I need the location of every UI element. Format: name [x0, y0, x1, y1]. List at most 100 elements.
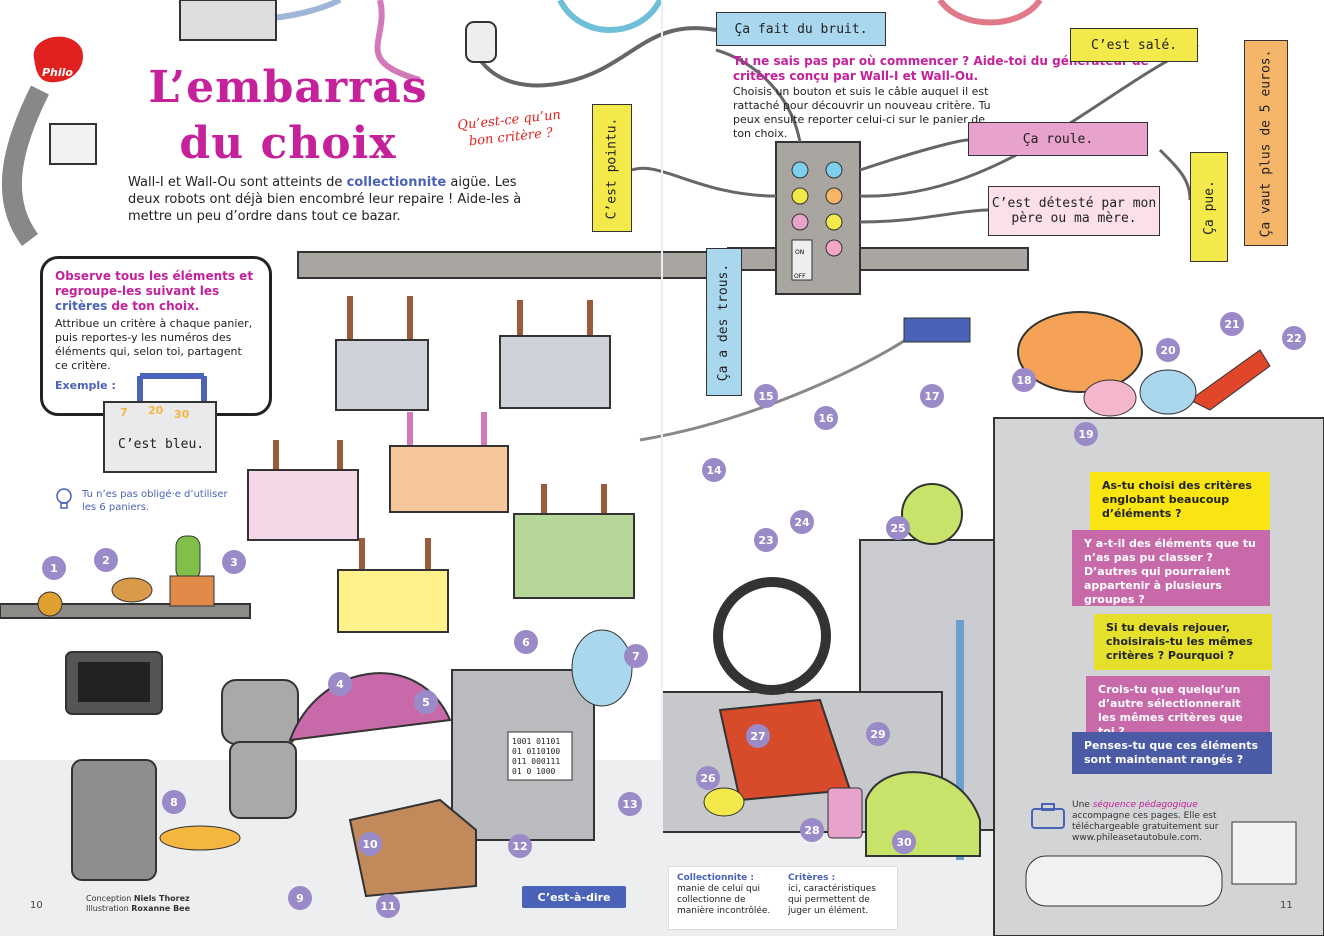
item-number-badge: 10: [358, 832, 382, 856]
plug: [465, 21, 497, 63]
generator-instructions: Choisis un bouton et suis le câble auque…: [733, 85, 991, 140]
item-number-badge: 22: [1282, 326, 1306, 350]
cable: [468, 26, 717, 88]
credit-conception: Conception Niels Thorez: [86, 894, 190, 904]
page-number-left: 10: [30, 900, 43, 911]
item-number-badge: 4: [328, 672, 352, 696]
cest-a-dire-tab: C’est-à-dire: [522, 886, 626, 908]
tape-roll: [37, 591, 63, 617]
criterion-label-trous: Ça a des trous.: [706, 248, 742, 396]
item-number-badge: 23: [754, 528, 778, 552]
basket: [337, 538, 449, 633]
criterion-label-sale: C’est salé.: [1070, 28, 1198, 62]
robot-body: [71, 759, 157, 881]
binary-line: 01 0 1000: [512, 767, 556, 776]
example-number: 7: [120, 406, 128, 419]
binary-line: 1001 01101: [512, 737, 560, 746]
cable: [937, 0, 1043, 26]
criterion-text: C’est pointu.: [604, 117, 620, 219]
generator-button: [825, 161, 843, 179]
title-line: du choix: [179, 118, 397, 169]
example-label: Exemple :: [55, 379, 116, 392]
criteria-generator: [775, 141, 861, 295]
generator-button: [825, 187, 843, 205]
item-number-badge: 25: [886, 516, 910, 540]
cable: [859, 138, 969, 172]
criterion-label-roule: Ça roule.: [968, 122, 1148, 156]
wall-socket: [49, 123, 97, 165]
credit-illustration: Illustration Roxanne Bee: [86, 904, 190, 914]
item-number-badge: 8: [162, 790, 186, 814]
intro-text: Wall-I et Wall-Ou sont atteints de: [128, 175, 347, 190]
piggy-bank: [1083, 379, 1137, 417]
computer-screen: [507, 731, 573, 781]
example-number: 20: [148, 404, 164, 417]
hose: [1, 85, 49, 246]
basket: [389, 412, 509, 513]
item-number-badge: 19: [1074, 422, 1098, 446]
robot-head: [221, 679, 299, 745]
sequence-text: accompagne ces pages. Elle est télécharg…: [1072, 811, 1219, 843]
rail: [297, 251, 729, 279]
lemon: [703, 787, 745, 817]
item-number-badge: 30: [892, 830, 916, 854]
glossary-term: Collectionnite :: [677, 873, 755, 883]
basket: [247, 440, 359, 541]
item-number-badge: 5: [414, 690, 438, 714]
instructions-heading-keyword: critères: [55, 299, 108, 313]
cable: [631, 166, 777, 198]
vent-slot: [1025, 855, 1223, 907]
item-number-badge: 6: [514, 630, 538, 654]
glossary-entry-collectionnite: Collectionnite : manie de celui qui coll…: [677, 873, 778, 923]
criterion-text: Ça vaut plus de 5 euros.: [1258, 49, 1274, 237]
item-number-badge: 21: [1220, 312, 1244, 336]
shelf: [0, 603, 251, 619]
lightbulb-icon: [56, 488, 72, 509]
cable: [1158, 148, 1192, 201]
item-number-badge: 13: [618, 792, 642, 816]
flower-pot: [169, 575, 215, 607]
item-number-badge: 2: [94, 548, 118, 572]
generator-button: [791, 161, 809, 179]
generator-button: [791, 187, 809, 205]
intro-paragraph: Wall-I et Wall-Ou sont atteints de colle…: [128, 174, 548, 225]
item-number-badge: 17: [920, 384, 944, 408]
instructions-box: Observe tous les éléments et regroupe-le…: [40, 256, 272, 416]
credit-name: Niels Thorez: [133, 894, 190, 903]
cactus: [175, 535, 201, 581]
basket: [335, 296, 429, 411]
toy-plane: [1189, 349, 1271, 411]
item-number-badge: 1: [42, 556, 66, 580]
sequence-text: Une: [1072, 800, 1093, 810]
item-number-badge: 27: [746, 724, 770, 748]
title-line: L’embarras: [148, 62, 428, 113]
intro-text: aigüe. Les deux robots ont déjà bien enc…: [128, 175, 522, 224]
basket: [499, 300, 611, 409]
glossary-definition: manie de celui qui collectionne de maniè…: [677, 884, 771, 916]
item-number-badge: 3: [222, 550, 246, 574]
on-off-switch: [791, 239, 813, 281]
sequence-link[interactable]: séquence pédagogique: [1092, 800, 1198, 810]
criterion-label-cinq-euros: Ça vaut plus de 5 euros.: [1244, 40, 1288, 246]
binary-line: 01 0110100: [512, 747, 560, 756]
chicken: [1017, 311, 1143, 393]
item-number-badge: 14: [702, 458, 726, 482]
item-number-badge: 26: [696, 766, 720, 790]
instructions-body: Attribue un critère à chaque panier, pui…: [55, 317, 253, 372]
switch-on-label: ON: [795, 249, 804, 256]
hint-text: Tu n’es pas obligé·e d’utiliser les 6 pa…: [82, 489, 228, 513]
hat: [159, 825, 241, 851]
reflection-question: Y a-t-il des éléments que tu n’as pas pu…: [1072, 530, 1270, 606]
item-number-badge: 18: [1012, 368, 1036, 392]
instructions-heading-text: Observe tous les éléments et regroupe-le…: [55, 269, 254, 298]
basket: [513, 484, 635, 599]
item-number-badge: 24: [790, 510, 814, 534]
item-number-badge: 20: [1156, 338, 1180, 362]
cable: [715, 48, 802, 143]
page-number-right: 11: [1280, 900, 1293, 911]
rail: [727, 247, 1029, 271]
glossary-box: Collectionnite : manie de celui qui coll…: [668, 866, 898, 930]
wall-outlet: [903, 317, 971, 343]
reflection-question: Penses-tu que ces éléments sont maintena…: [1072, 732, 1272, 774]
